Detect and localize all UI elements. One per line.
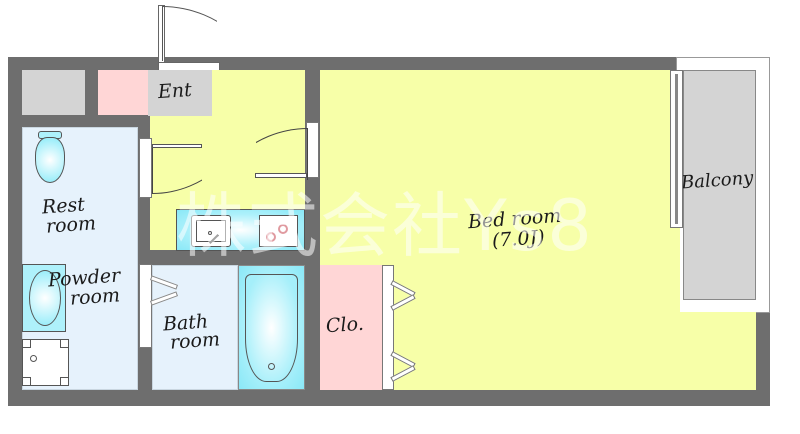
closet-label: Clo. [325,312,365,338]
closet-folding-door[interactable] [382,265,394,390]
stove-icon [259,215,298,247]
kitchen-sink-icon [191,215,231,247]
entrance-step: Ent [148,70,212,116]
bed-room-extension [668,312,756,390]
washing-machine-pan-icon [22,339,69,386]
balcony [683,70,756,300]
bathtub [238,265,305,390]
closet: Clo. [320,265,382,390]
kitchen-counter [176,209,305,251]
rest-room-door-frame[interactable] [139,138,152,198]
bathtub-basin-icon [245,274,298,382]
rest-room-label-line2: room [45,212,97,238]
bed-room-door-leaf [255,173,307,178]
window-track [675,74,678,224]
shoe-cabinet [98,70,148,115]
bath-room-label-line2: room [169,328,221,354]
bath-folding-door[interactable] [139,264,152,348]
washbasin-icon [22,264,66,332]
bed-room-label-line2: (7.0J) [491,226,546,252]
entrance-door[interactable] [158,5,220,74]
toilet-icon [32,131,68,185]
entrance-label-text: Ent [157,78,193,104]
storage-box [22,70,85,115]
powder-room-label-line2: room [69,284,121,310]
rest-room-door-leaf [152,144,202,148]
